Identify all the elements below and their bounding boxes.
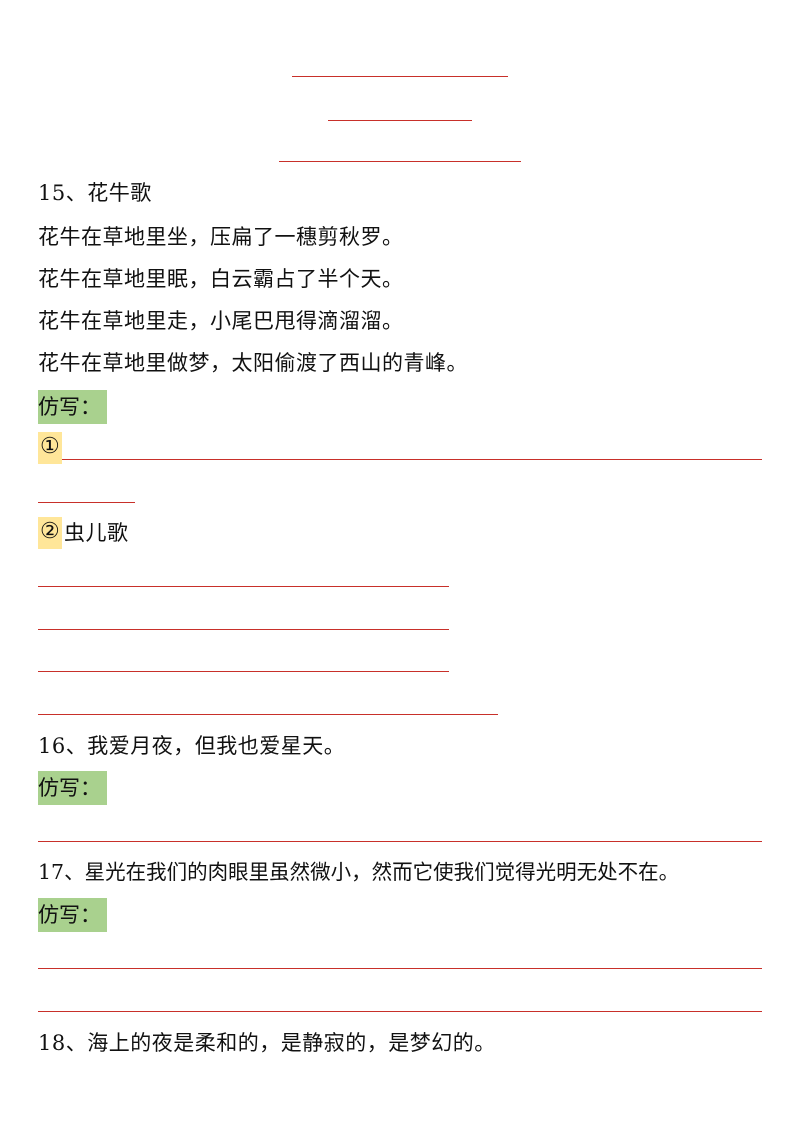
q15-item1-answer-line-1[interactable] (62, 459, 762, 460)
q15-item2-answer-line-1[interactable] (38, 586, 449, 587)
q15-line-1: 花牛在草地里坐，压扁了一穗剪秋罗。 (38, 225, 404, 249)
q17-imitate-label: 仿写： (38, 898, 107, 932)
q15-item2-title: 虫儿歌 (64, 521, 129, 545)
answer-line-top-2[interactable] (328, 120, 472, 121)
answer-line-top-1[interactable] (292, 76, 508, 77)
q15-line-2: 花牛在草地里眠，白云霸占了半个天。 (38, 267, 404, 291)
q17-answer-line-2[interactable] (38, 1011, 762, 1012)
q15-item1-answer-line-2[interactable] (38, 502, 135, 503)
q15-item1-number: ① (38, 432, 62, 464)
q15-item2-answer-line-2[interactable] (38, 629, 449, 630)
q15-line-4: 花牛在草地里做梦，太阳偷渡了西山的青峰。 (38, 351, 468, 375)
q15-item2-number: ② (38, 517, 62, 549)
q15-item2-answer-line-3[interactable] (38, 671, 449, 672)
q16-title: 16、我爱月夜，但我也爱星天。 (38, 734, 346, 758)
q15-title: 15、花牛歌 (38, 181, 152, 205)
q16-imitate-label: 仿写： (38, 771, 107, 805)
q18-title: 18、海上的夜是柔和的，是静寂的，是梦幻的。 (38, 1031, 496, 1055)
q17-title: 17、星光在我们的肉眼里虽然微小，然而它使我们觉得光明无处不在。 (38, 860, 680, 884)
q16-answer-line[interactable] (38, 841, 762, 842)
q15-line-3: 花牛在草地里走，小尾巴甩得滴溜溜。 (38, 309, 404, 333)
answer-line-top-3[interactable] (279, 161, 521, 162)
q15-imitate-label: 仿写： (38, 390, 107, 424)
q15-item2-answer-line-4[interactable] (38, 714, 498, 715)
q17-answer-line-1[interactable] (38, 968, 762, 969)
